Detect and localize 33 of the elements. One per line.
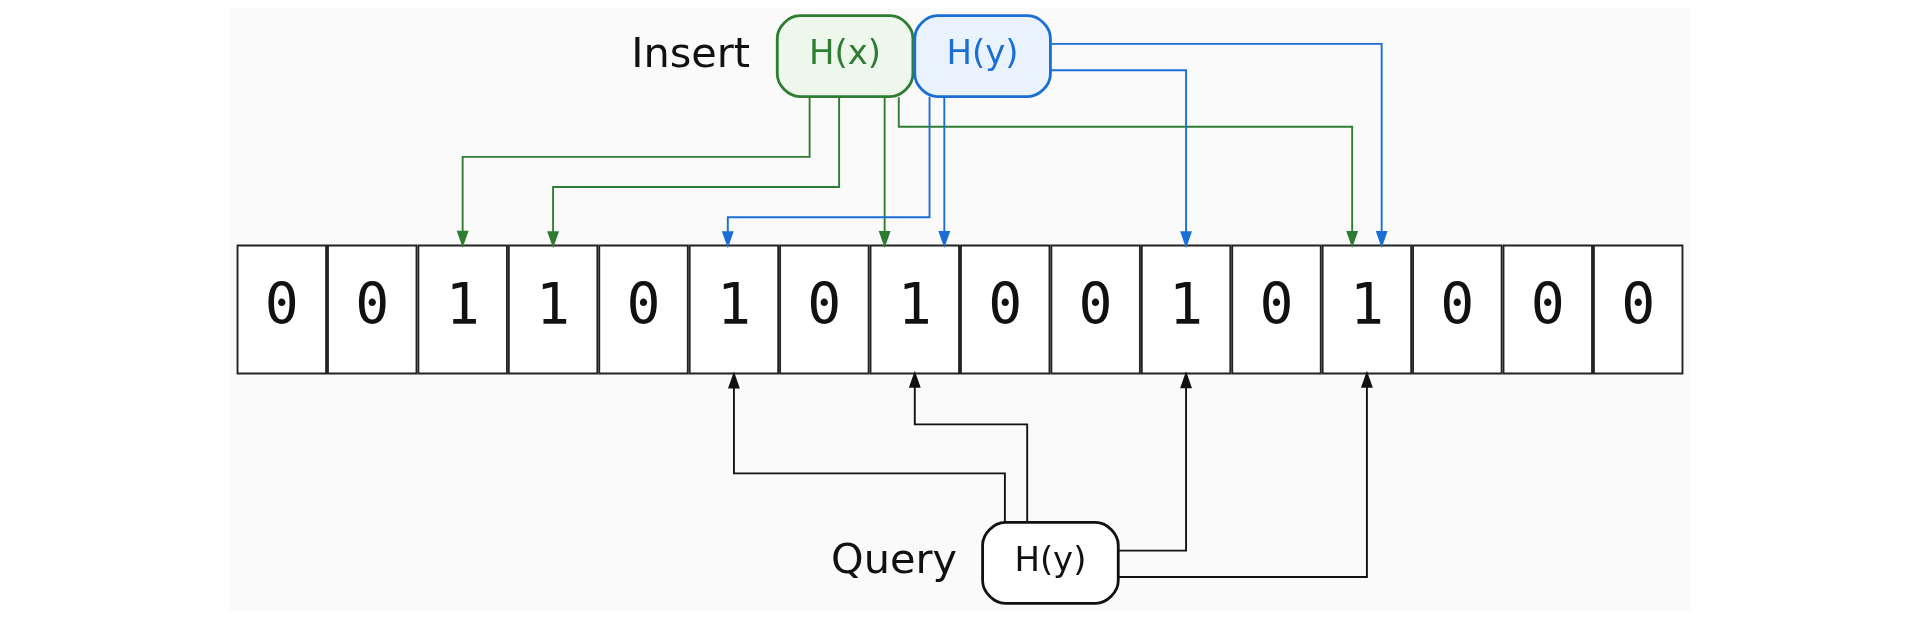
arrow bbox=[1117, 370, 1373, 578]
arrow bbox=[1118, 371, 1192, 552]
label: Insert bbox=[631, 28, 751, 77]
node-box: 1 bbox=[688, 244, 780, 375]
node-box: 1 bbox=[1140, 244, 1232, 375]
node-box: 1 bbox=[507, 244, 599, 375]
node-box: 1 bbox=[1321, 244, 1413, 375]
arrow bbox=[721, 95, 931, 249]
node-box: 0 bbox=[598, 244, 689, 375]
node-box: 0 bbox=[1050, 244, 1141, 375]
node-box: H(x) bbox=[775, 14, 915, 99]
arrow bbox=[1050, 42, 1388, 249]
node-box: 0 bbox=[960, 244, 1051, 375]
node-box: 0 bbox=[327, 244, 418, 375]
node-box: 0 bbox=[1593, 244, 1684, 375]
arrow bbox=[908, 370, 1029, 524]
label: Query bbox=[831, 535, 958, 584]
node-box: 0 bbox=[1412, 244, 1503, 375]
arrow bbox=[897, 96, 1359, 248]
node-box: H(y) bbox=[981, 520, 1120, 605]
node-box: 0 bbox=[779, 244, 870, 375]
arrow bbox=[878, 95, 891, 248]
arrow bbox=[456, 96, 811, 248]
node-box: 0 bbox=[1502, 244, 1593, 375]
arrow bbox=[728, 371, 1006, 524]
node-box: 0 bbox=[1231, 244, 1322, 375]
node-box: 1 bbox=[417, 244, 508, 375]
arrow bbox=[547, 95, 841, 249]
node-box: 1 bbox=[869, 244, 960, 375]
arrow bbox=[1050, 69, 1192, 249]
node-box: 0 bbox=[236, 244, 327, 375]
arrow bbox=[938, 95, 951, 248]
node-box: H(y) bbox=[913, 14, 1052, 99]
